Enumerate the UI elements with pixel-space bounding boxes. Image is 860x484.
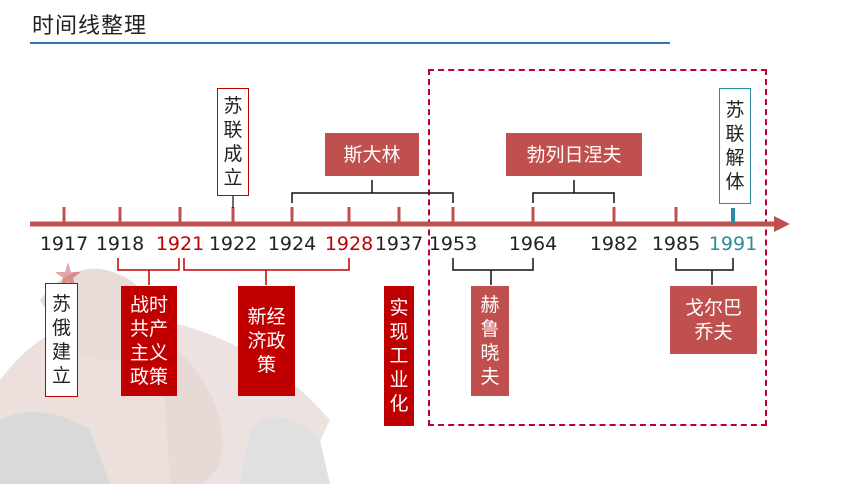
bracket-war-communism <box>117 258 180 285</box>
event-ussr-founded: 苏 联 成 立 <box>217 88 249 196</box>
page-title: 时间线整理 <box>32 14 148 39</box>
year-label-1985: 1985 <box>651 233 701 255</box>
year-label-1921: 1921 <box>155 233 205 255</box>
year-label-1982: 1982 <box>589 233 639 255</box>
bracket-khrushchev <box>452 258 534 285</box>
year-label-1937: 1937 <box>374 233 424 255</box>
year-label-1918: 1918 <box>95 233 145 255</box>
star-icon <box>55 262 81 288</box>
bracket-stalin <box>291 180 454 203</box>
leader-gorbachev: 戈尔巴 乔夫 <box>670 286 757 354</box>
leader-khrushchev: 赫 鲁 晓 夫 <box>471 286 509 396</box>
year-label-1953: 1953 <box>428 233 478 255</box>
year-label-1928: 1928 <box>324 233 374 255</box>
timeline-arrowhead <box>774 216 790 232</box>
year-label-1991: 1991 <box>708 233 758 255</box>
year-label-1922: 1922 <box>208 233 258 255</box>
policy-war-communism: 战时 共产 主义 政策 <box>121 286 177 396</box>
bracket-nep <box>183 258 350 285</box>
event-ussr-dissolved: 苏 联 解 体 <box>719 88 751 204</box>
leader-brezhnev: 勃列日涅夫 <box>506 133 642 176</box>
event-soviet-russia: 苏 俄 建 立 <box>45 283 78 397</box>
year-label-1917: 1917 <box>39 233 89 255</box>
policy-nep: 新经 济政 策 <box>238 286 295 396</box>
highlight-region <box>428 69 767 426</box>
year-label-1924: 1924 <box>267 233 317 255</box>
title-underline <box>30 42 670 44</box>
leader-stalin: 斯大林 <box>325 133 419 176</box>
year-label-1964: 1964 <box>508 233 558 255</box>
event-industrialization: 实 现 工 业 化 <box>384 286 414 426</box>
bracket-brezhnev <box>532 180 615 203</box>
bracket-gorbachev <box>675 258 734 285</box>
